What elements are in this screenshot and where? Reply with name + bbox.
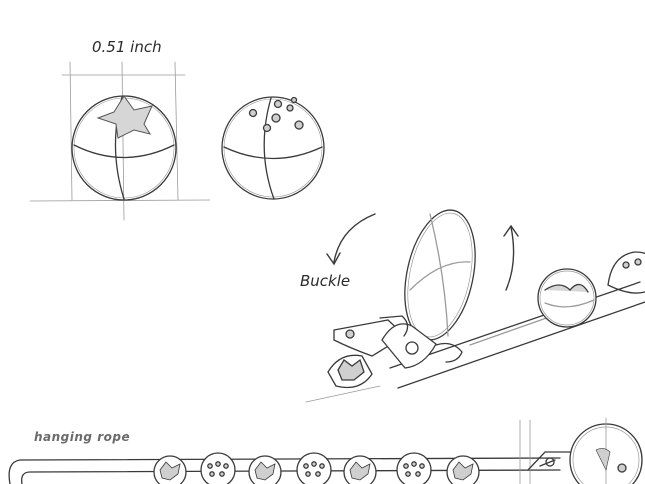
sphere-dotted-bead [221,96,325,200]
buckle-label: Buckle [300,272,351,290]
rotate-arrow-left-icon [333,213,376,263]
sphere-star-bead [29,61,211,221]
hanging-rope-chain [8,417,643,484]
dimension-label: 0.51 inch [92,38,162,56]
hanging-rope-label: hanging rope [34,430,131,444]
pacifier-clip-assembly [305,209,645,403]
rotate-arrow-right-icon [505,226,515,291]
